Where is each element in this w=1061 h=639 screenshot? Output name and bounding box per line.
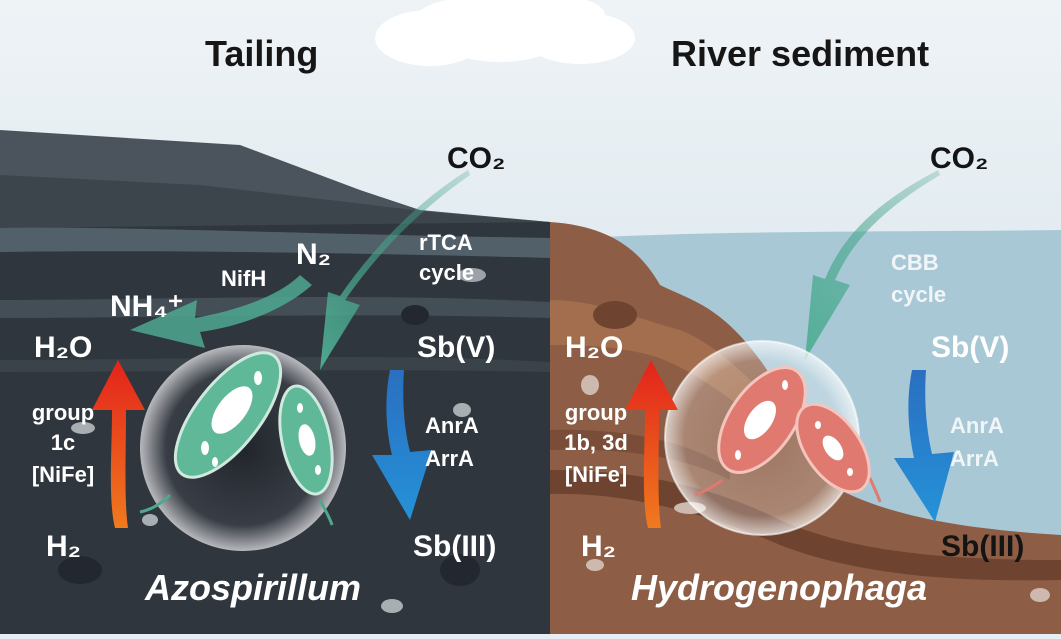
cbb-label-1: CBB [891, 250, 939, 275]
sb-reduction-arrow-right [894, 370, 954, 522]
arra-label-right: ArrA [950, 446, 999, 471]
sbv-label-right: Sb(V) [931, 331, 1010, 364]
anra-label-right: AnrA [950, 413, 1004, 438]
azospirillum-cells [139, 351, 334, 526]
anra-label-left: AnrA [425, 413, 479, 438]
co2-label-right: CO₂ [930, 142, 989, 175]
cbb-label-2: cycle [891, 282, 947, 307]
tailing-title: Tailing [205, 33, 319, 74]
nifh-label: NifH [221, 266, 267, 291]
hydrogenophaga-cells [694, 366, 882, 503]
n2-fixation-arrow [130, 275, 312, 348]
arra-label-left: ArrA [425, 446, 474, 471]
nh4-label: NH₄⁺ [110, 290, 184, 323]
cloud-shape [375, 0, 635, 66]
river-sediment-title: River sediment [671, 33, 930, 74]
h2-label-left: H₂ [46, 530, 81, 563]
hydrogenase-label-left-3: [NiFe] [31, 462, 95, 487]
h2o-label-left: H₂O [34, 331, 93, 364]
hydrogenase-label-right-2: 1b, 3d [564, 430, 628, 455]
sb-reduction-arrow-left [372, 370, 432, 520]
h2-label-right: H₂ [581, 530, 616, 563]
rtca-label-2: cycle [419, 260, 475, 285]
azospirillum-label: Azospirillum [145, 567, 362, 608]
rtca-label-1: rTCA [419, 230, 473, 255]
h2-oxidation-arrow-right [625, 360, 678, 528]
co2-label-left: CO₂ [447, 142, 506, 175]
h2o-label-right: H₂O [565, 331, 624, 364]
co2-fixation-arrow-right [805, 170, 940, 360]
hydrogenase-label-left-1: group [31, 400, 95, 425]
sbv-label-left: Sb(V) [417, 331, 496, 364]
n2-label: N₂ [296, 238, 331, 271]
hydrogenase-label-left-2: 1c [50, 430, 76, 455]
h2-oxidation-arrow-left [92, 360, 145, 528]
sbiii-label-right: Sb(III) [941, 530, 1025, 563]
hydrogenase-label-right-1: group [564, 400, 628, 425]
hydrogenase-label-right-3: [NiFe] [564, 462, 628, 487]
hydrogenophaga-label: Hydrogenophaga [631, 567, 928, 608]
sbiii-label-left: Sb(III) [413, 530, 497, 563]
